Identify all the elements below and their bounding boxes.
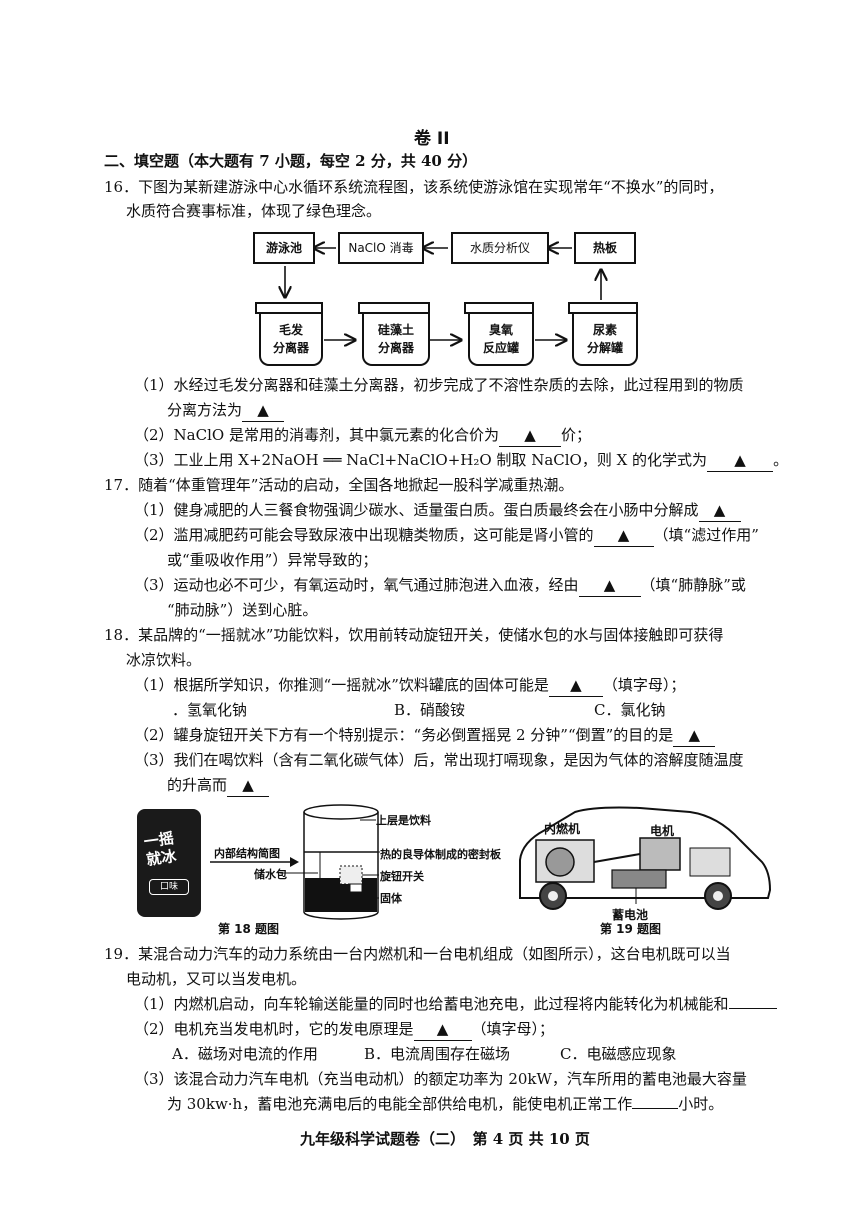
urea-tank: 尿素分解罐 <box>572 314 638 366</box>
q17-part2-line2: 或“重吸收作用”）异常导致的； <box>167 551 378 569</box>
ozone-reactor-tank: 臭氧反应罐 <box>468 314 534 366</box>
diatom-tank-lid <box>358 302 430 314</box>
section-title: 二、填空题（本大题有 7 小题，每空 2 分，共 40 分） <box>104 152 478 170</box>
answer-mark: ▲ <box>570 676 582 694</box>
answer-mark: ▲ <box>688 726 701 744</box>
page-footer: 九年级科学试题卷（二） 第 4 页 共 10 页 <box>300 1130 590 1148</box>
q17-stem: 17．随着“体重管理年”活动的启动，全国各地掀起一股科学减重热潮。 <box>104 476 574 494</box>
q18-figure-caption: 第 18 题图 <box>218 922 280 936</box>
q18-stem-line1: 18．某品牌的“一摇就冰”功能饮料，饮用前转动旋钮开关，使储水包的水与固体接触即… <box>104 626 724 644</box>
q18-part1: （1）根据所学知识，你推测“一摇就冰”饮料罐底的固体可能是▲（填字母）； <box>134 674 685 697</box>
q19-part3-line1: （3）该混合动力汽车电机（充当电动机）的额定功率为 20kW，汽车所用的蓄电池最… <box>134 1070 747 1088</box>
urea-label2: 分解罐 <box>586 341 623 355</box>
naclo-box: NaClO 消毒 <box>338 232 424 264</box>
can-label: 口味 <box>149 879 189 895</box>
motor-label: 电机 <box>650 824 675 838</box>
q19-part2: （2）电机充当发电机时，它的发电原理是▲（填字母）； <box>134 1018 554 1041</box>
hair-separator-tank: 毛发分离器 <box>259 314 323 366</box>
flow-arrows <box>0 0 860 380</box>
water-bag-label: 储水包 <box>254 868 287 881</box>
heater-box: 热板 <box>574 232 636 264</box>
diatom-label2: 分离器 <box>377 341 414 355</box>
answer-mark: ▲ <box>257 401 269 419</box>
pool-box: 游泳池 <box>253 232 315 264</box>
q19-option-b: B．电流周围存在磁场 <box>364 1045 511 1063</box>
q18-option-b: B．硝酸铵 <box>394 701 466 719</box>
urea-label1: 尿素 <box>592 323 617 337</box>
q17-part2-line1: （2）滥用减肥药可能会导致尿液中出现糖类物质，这可能是肾小管的▲（填“滤过作用” <box>134 524 759 547</box>
q19-stem-line2: 电动机，又可以当发电机。 <box>126 970 307 988</box>
drink-can: 一摇 就冰 口味 <box>137 809 201 917</box>
answer-mark: ▲ <box>603 576 616 594</box>
q19-figure-caption: 第 19 题图 <box>600 922 662 936</box>
q18-part3-line1: （3）我们在喝饮料（含有二氧化碳气体）后，常出现打嗝现象，是因为气体的溶解度随温… <box>134 751 744 769</box>
volume-title: 卷 II <box>414 129 450 149</box>
q16-part3: （3）工业上用 X+2NaOH ══ NaCl+NaClO+H₂O 制取 NaC… <box>134 449 788 472</box>
ozone-label1: 臭氧 <box>488 323 513 337</box>
diatom-label1: 硅藻土 <box>377 323 414 337</box>
q17-part3-line1: （3）运动也必不可少，有氧运动时，氧气通过肺泡进入血液，经由▲（填“肺静脉”或 <box>134 574 746 597</box>
engine-label: 内燃机 <box>544 822 581 836</box>
diatom-separator-tank: 硅藻土分离器 <box>362 314 430 366</box>
q17-part1: （1）健身减肥的人三餐食物强调少碳水、适量蛋白质。蛋白质最终会在小肠中分解成▲ <box>134 499 741 522</box>
hair-tank-lid <box>255 302 323 314</box>
seal-plate-label: 热的良导体制成的密封板 <box>380 848 501 861</box>
urea-tank-lid <box>568 302 638 314</box>
answer-mark: ▲ <box>436 1020 449 1038</box>
solid-label: 固体 <box>380 892 402 905</box>
q19-option-c: C．电磁感应现象 <box>560 1045 677 1063</box>
q17-part3-line2: “肺动脉”）送到心脏。 <box>167 601 318 619</box>
q16-stem-line2: 水质符合赛事标准，体现了绿色理念。 <box>126 202 382 220</box>
q18-part2: （2）罐身旋钮开关下方有一个特别提示：“务必倒置摇晃 2 分钟”“倒置”的目的是… <box>134 724 716 747</box>
q19-option-a: A．磁场对电流的作用 <box>172 1045 318 1063</box>
q18-option-c: C．氯化钠 <box>594 701 666 719</box>
answer-mark: ▲ <box>713 501 726 519</box>
knob-switch-label: 旋钮开关 <box>380 870 424 883</box>
q16-part1-line1: （1）水经过毛发分离器和硅藻土分离器，初步完成了不溶性杂质的去除，此过程用到的物… <box>134 376 744 394</box>
answer-mark: ▲ <box>242 776 254 794</box>
q18-option-a: ．氢氧化钠 <box>172 701 248 719</box>
q19-part1: （1）内燃机启动，向车轮输送能量的同时也给蓄电池充电，此过程将内能转化为机械能和 <box>134 993 777 1015</box>
q18-stem-line2: 冰凉饮料。 <box>126 651 202 669</box>
ozone-label2: 反应罐 <box>482 341 519 355</box>
hybrid-car-svg <box>519 806 772 910</box>
hair-separator-label2: 分离器 <box>272 341 309 355</box>
can-structure-svg <box>210 804 380 920</box>
answer-mark: ▲ <box>524 426 536 444</box>
q19-part3-line2: 为 30kw·h，蓄电池充满电后的电能全部供给电机，能使电机正常工作小时。 <box>167 1095 724 1113</box>
inner-structure-label: 内部结构简图 <box>214 847 280 860</box>
hair-separator-label1: 毛发 <box>278 323 303 337</box>
q16-stem-line1: 16．下图为某新建游泳中心水循环系统流程图，该系统使游泳馆在实现常年“不换水”的… <box>104 178 724 196</box>
q18-part3-line2: 的升高而▲ <box>167 774 270 797</box>
q16-part1-line2: 分离方法为▲ <box>167 399 285 422</box>
analyzer-box: 水质分析仪 <box>451 232 549 264</box>
drink-layer-label: 上层是饮料 <box>376 814 431 827</box>
battery-label: 蓄电池 <box>612 908 649 922</box>
answer-mark: ▲ <box>734 451 746 469</box>
q16-part2: （2）NaClO 是常用的消毒剂，其中氯元素的化合价为▲价； <box>134 424 591 447</box>
ozone-tank-lid <box>464 302 534 314</box>
answer-mark: ▲ <box>617 526 630 544</box>
q19-stem-line1: 19．某混合动力汽车的动力系统由一台内燃机和一台电机组成（如图所示），这台电机既… <box>104 945 731 963</box>
